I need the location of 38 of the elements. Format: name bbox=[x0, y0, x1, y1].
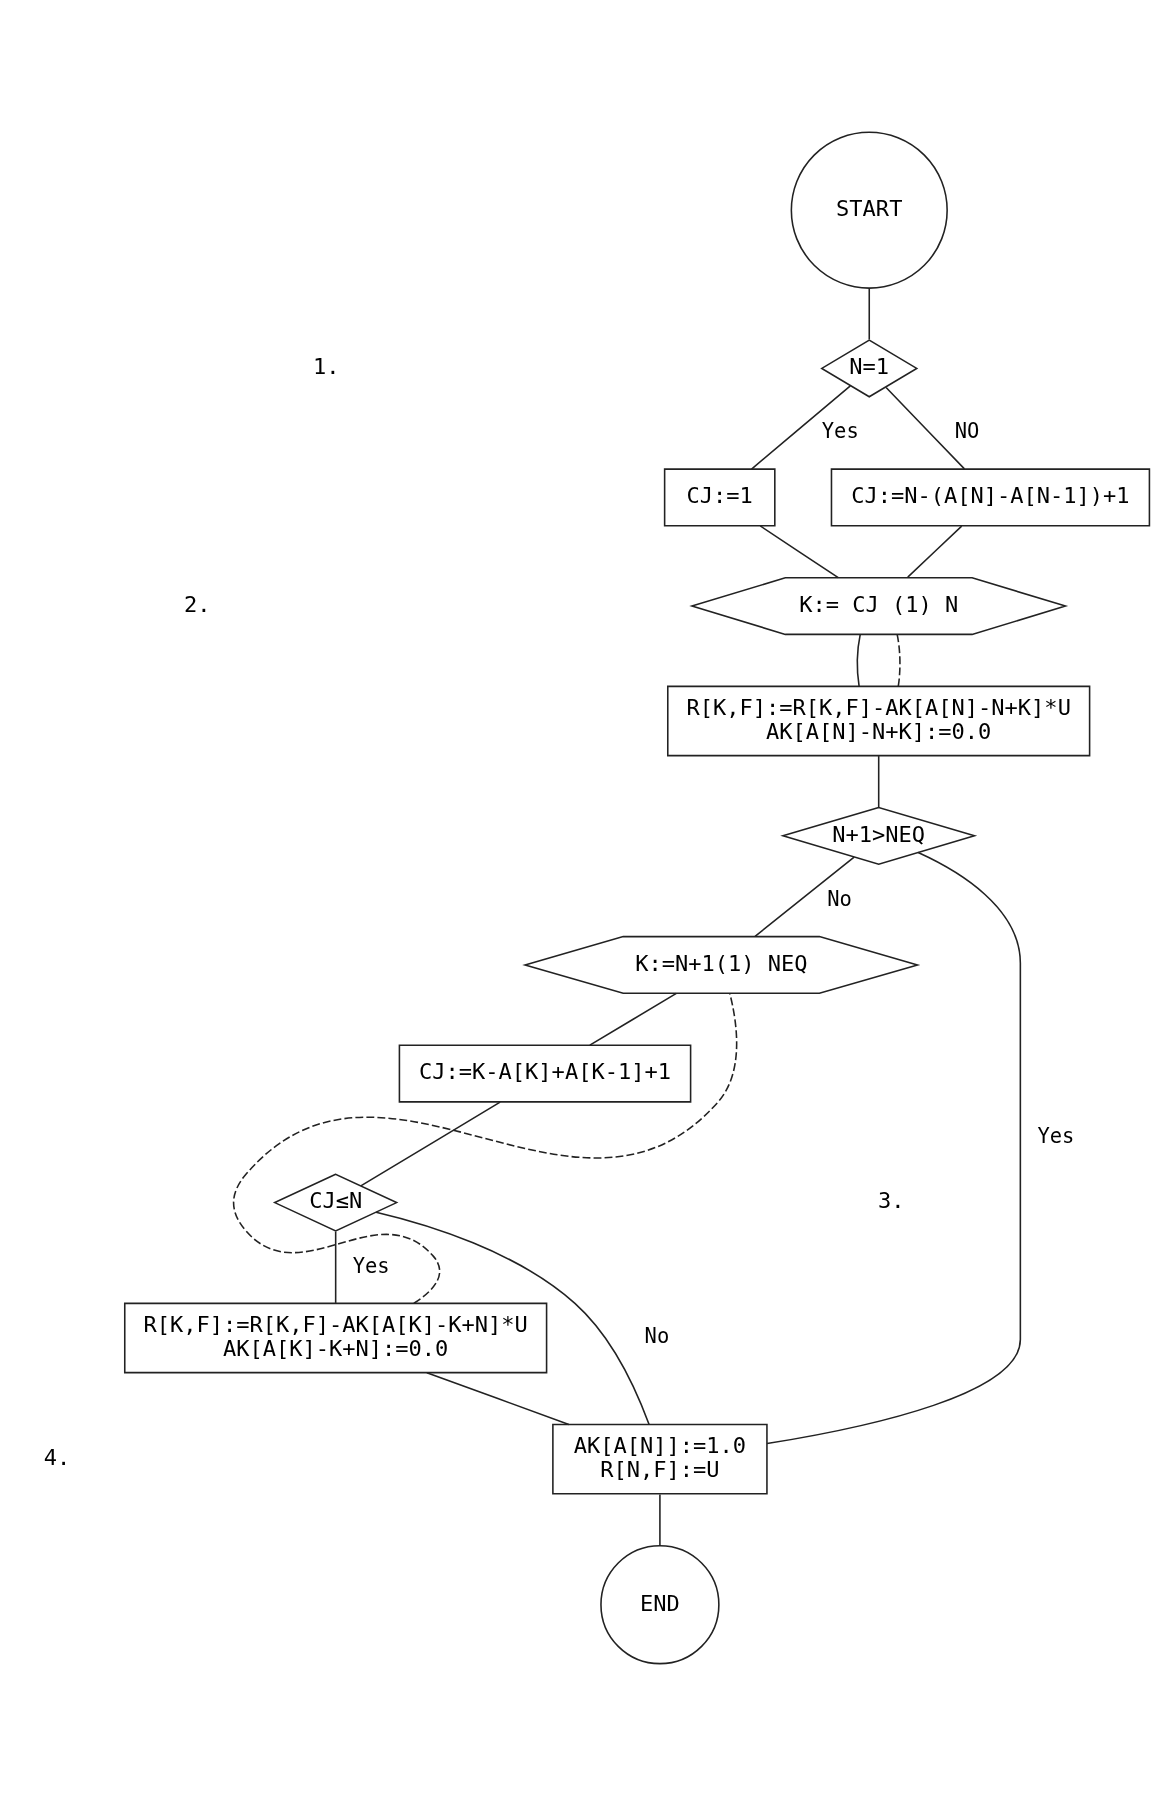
node-circle: END bbox=[600, 1545, 720, 1665]
connector bbox=[375, 1211, 650, 1426]
connector bbox=[759, 525, 840, 579]
connector bbox=[754, 856, 855, 938]
label: 1. bbox=[312, 354, 340, 380]
node-box: AK[A[N]]:=1.0 R[N,F]:=U bbox=[552, 1423, 768, 1495]
connector bbox=[334, 1230, 337, 1304]
node-box: CJ:=1 bbox=[663, 468, 776, 527]
connector bbox=[589, 992, 678, 1046]
connector bbox=[766, 851, 1022, 1445]
connector bbox=[750, 385, 852, 470]
node-circle: START bbox=[790, 131, 948, 289]
connector bbox=[360, 1101, 501, 1187]
edge-label: No bbox=[644, 1324, 670, 1349]
label: 4. bbox=[43, 1444, 71, 1470]
connector bbox=[659, 1493, 661, 1547]
edge-label: NO bbox=[954, 419, 980, 444]
node-diamond: CJ≤N bbox=[272, 1173, 399, 1232]
node-diamond: N=1 bbox=[820, 339, 919, 398]
connector bbox=[856, 633, 861, 687]
connector bbox=[877, 755, 880, 809]
node-box: CJ:=N-(A[N]-A[N-1])+1 bbox=[830, 468, 1151, 527]
node-box: R[K,F]:=R[K,F]-AK[A[N]-N+K]*U AK[A[N]-N+K]:=0.0 bbox=[667, 685, 1091, 757]
connector bbox=[232, 992, 738, 1305]
edge-label: Yes bbox=[352, 1253, 390, 1278]
edge-label: Yes bbox=[821, 419, 859, 444]
connector bbox=[868, 287, 871, 341]
node-box: CJ:=K-A[K]+A[K-1]+1 bbox=[398, 1044, 692, 1103]
connector bbox=[426, 1371, 570, 1426]
connector bbox=[885, 386, 966, 470]
node-box: R[K,F]:=R[K,F]-AK[A[K]-K+N]*U AK[A[K]-K+N]:=0.0 bbox=[123, 1302, 548, 1374]
edge-label: No bbox=[827, 886, 852, 911]
connector bbox=[896, 633, 901, 687]
label: 3. bbox=[878, 1188, 905, 1214]
node-diamond: N+1>NEQ bbox=[780, 806, 978, 865]
label: 2. bbox=[183, 591, 211, 617]
connector bbox=[907, 525, 963, 578]
edge-label: Yes bbox=[1037, 1124, 1075, 1149]
